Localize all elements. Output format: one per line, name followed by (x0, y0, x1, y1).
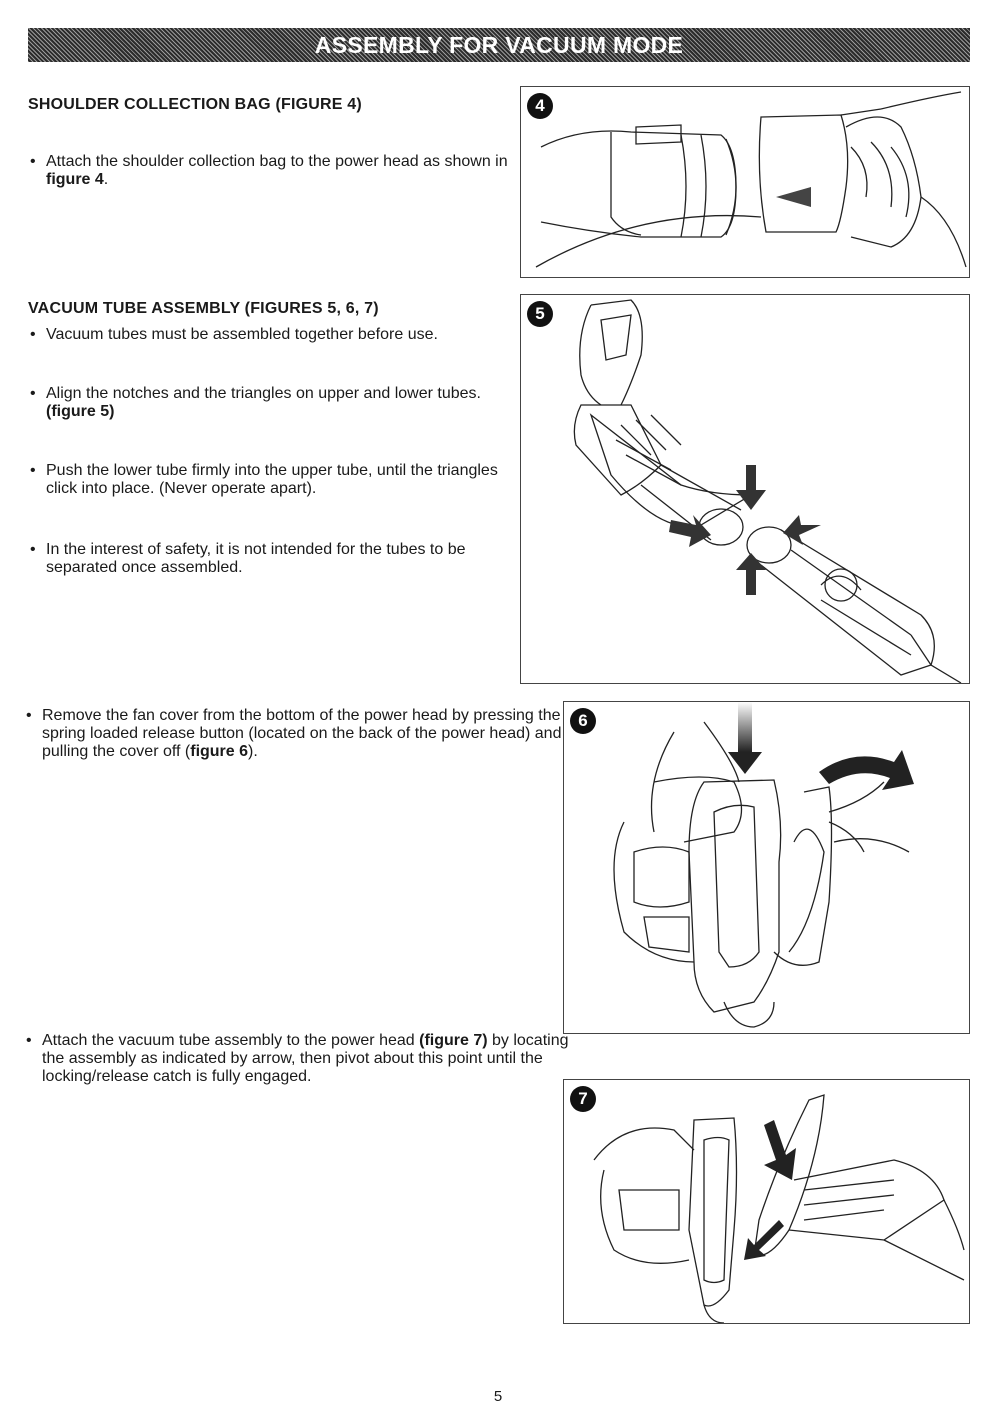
bullet-marker: • (30, 462, 36, 479)
figure-reference: (figure 7) (419, 1032, 488, 1049)
fan-cover-instruction: • Remove the fan cover from the bottom of… (26, 707, 572, 761)
attach-tube-instruction: • Attach the vacuum tube assembly to the … (26, 1032, 580, 1086)
vacuum-tube-heading: VACUUM TUBE ASSEMBLY (FIGURES 5, 6, 7) (28, 300, 379, 317)
section-banner: ASSEMBLY FOR VACUUM MODE (28, 28, 970, 62)
figure-7: 7 (563, 1079, 970, 1324)
figure-5: 5 (520, 294, 970, 684)
vacuum-tube-instruction-1: • Vacuum tubes must be assembled together… (30, 326, 516, 344)
figure-reference: figure 4 (46, 171, 104, 188)
instruction-text-end: ). (248, 743, 258, 760)
bullet-marker: • (30, 385, 36, 402)
figure-reference: figure 6 (190, 743, 249, 760)
figure-number-badge: 7 (570, 1086, 596, 1112)
instruction-text: Remove the fan cover from the bottom of … (42, 707, 562, 760)
shoulder-bag-instruction: • Attach the shoulder collection bag to t… (30, 153, 516, 189)
instruction-text: Attach the shoulder collection bag to th… (46, 153, 508, 170)
page-number: 5 (493, 1388, 503, 1405)
figure-4: 4 (520, 86, 970, 278)
bullet-marker: • (26, 1032, 32, 1049)
figure-number-badge: 4 (527, 93, 553, 119)
bullet-marker: • (30, 541, 36, 558)
bullet-marker: • (26, 707, 32, 724)
figure-reference: (figure 5) (46, 403, 115, 420)
vacuum-tube-instruction-2: • Align the notches and the triangles on … (30, 385, 506, 421)
banner-title: ASSEMBLY FOR VACUUM MODE (314, 31, 684, 58)
bullet-marker: • (30, 153, 36, 170)
figure-4-illustration (535, 91, 967, 268)
instruction-text: Align the notches and the triangles on u… (46, 385, 481, 402)
figure-5-illustration (573, 299, 962, 683)
vacuum-tube-instruction-3: • Push the lower tube firmly into the upp… (30, 462, 506, 498)
vacuum-tube-instruction-4: • In the interest of safety, it is not in… (30, 541, 526, 577)
shoulder-bag-heading: SHOULDER COLLECTION BAG (FIGURE 4) (28, 96, 362, 113)
figure-6-illustration (613, 702, 914, 1028)
instruction-text-end: . (103, 171, 109, 188)
bullet-marker: • (30, 326, 36, 343)
figure-7-illustration (593, 1094, 965, 1323)
figure-6: 6 (563, 701, 970, 1034)
instruction-text: Attach the vacuum tube assembly to the p… (42, 1032, 420, 1049)
instruction-text: Push the lower tube firmly into the uppe… (46, 462, 498, 497)
instruction-text: In the interest of safety, it is not int… (46, 541, 466, 576)
figure-number-badge: 5 (527, 301, 553, 327)
figure-number-badge: 6 (570, 708, 596, 734)
instruction-text: Vacuum tubes must be assembled together … (46, 326, 438, 343)
instruction-text-end: by locating the assembly as indicated by… (42, 1032, 569, 1085)
